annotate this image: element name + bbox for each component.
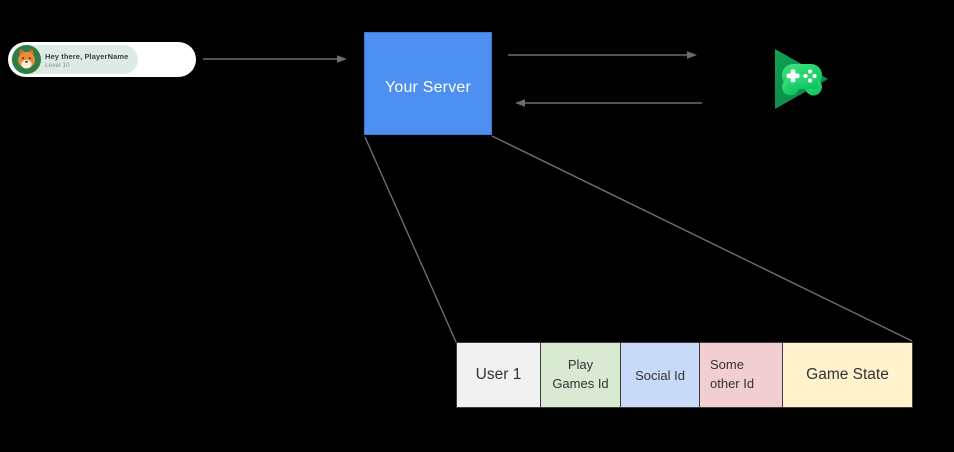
table-cell-social-id: Social Id (620, 343, 699, 407)
arrowhead-left-icon (515, 99, 525, 107)
table-cell-play-games-id: Play Games Id (540, 343, 620, 407)
your-server-label: Your Server (384, 79, 472, 96)
table-cell-label: Some other Id (710, 357, 755, 391)
player-banner: Hey there, PlayerName Level 10 (8, 42, 196, 77)
play-games-icon (775, 49, 828, 109)
line-server-to-table-right (491, 135, 913, 342)
line-server-to-table-left (364, 136, 457, 343)
banner-greeting-text: Hey there, PlayerName (45, 52, 129, 61)
user-ids-table: User 1 Play Games Id Social Id Some othe… (456, 342, 913, 408)
arrowhead-right-icon (687, 51, 697, 59)
table-cell-label: User 1 (475, 366, 522, 383)
your-server-box: Your Server (364, 32, 492, 135)
table-cell-label: Social Id (635, 367, 685, 383)
banner-level-text: Level 10 (45, 61, 70, 69)
table-cell-some-other-id: Some other Id (699, 343, 782, 407)
gamepad-buttons-icon (786, 69, 817, 83)
table-cell-game-state: Game State (782, 343, 912, 407)
table-cell-label: Play Games Id (552, 357, 609, 391)
arrowhead-right-icon (337, 55, 347, 63)
table-cell-user: User 1 (457, 343, 540, 407)
fox-avatar-icon (12, 45, 41, 74)
table-cell-label: Game State (806, 366, 889, 383)
